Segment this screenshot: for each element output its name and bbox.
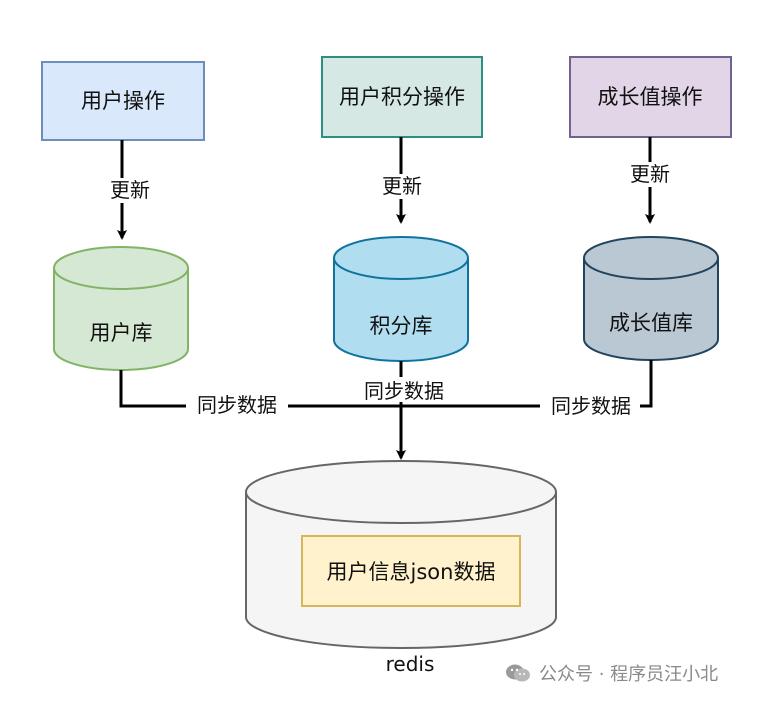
- growth-op-label: 成长值操作: [598, 85, 703, 109]
- user-db-cylinder: 用户库: [53, 246, 189, 371]
- update-arrow-mid: 更新: [382, 137, 422, 224]
- sync-connector-right: 同步数据: [401, 360, 653, 418]
- points-op-box: 用户积分操作: [321, 56, 483, 138]
- watermark-text: 公众号 · 程序员汪小北: [539, 664, 719, 685]
- user-info-json-label: 用户信息json数据: [327, 560, 496, 584]
- sync-connector-left: 同步数据: [119, 370, 401, 417]
- growth-db-label: 成长值库: [609, 311, 693, 335]
- user-info-json-box: 用户信息json数据: [301, 535, 521, 607]
- wechat-icon: [505, 663, 531, 683]
- user-op-label: 用户操作: [81, 89, 165, 113]
- points-op-label: 用户积分操作: [339, 85, 465, 109]
- update-arrow-left: 更新: [110, 140, 150, 240]
- update-arrow-right: 更新: [630, 137, 670, 224]
- redis-label: redis: [386, 652, 435, 676]
- sync-label-right: 同步数据: [551, 394, 631, 418]
- update-label-left: 更新: [110, 178, 150, 202]
- sync-label-left: 同步数据: [197, 393, 277, 417]
- watermark: 公众号 · 程序员汪小北: [505, 658, 718, 688]
- growth-db-cylinder: 成长值库: [583, 236, 719, 361]
- points-db-cylinder: 积分库: [333, 236, 469, 362]
- points-db-label: 积分库: [370, 314, 433, 338]
- growth-op-box: 成长值操作: [569, 56, 732, 138]
- update-label-mid: 更新: [382, 174, 422, 198]
- user-op-box: 用户操作: [41, 61, 205, 141]
- user-db-label: 用户库: [90, 321, 153, 345]
- update-label-right: 更新: [630, 162, 670, 186]
- sync-label-mid: 同步数据: [364, 379, 444, 403]
- sync-connector-mid: 同步数据: [364, 361, 444, 460]
